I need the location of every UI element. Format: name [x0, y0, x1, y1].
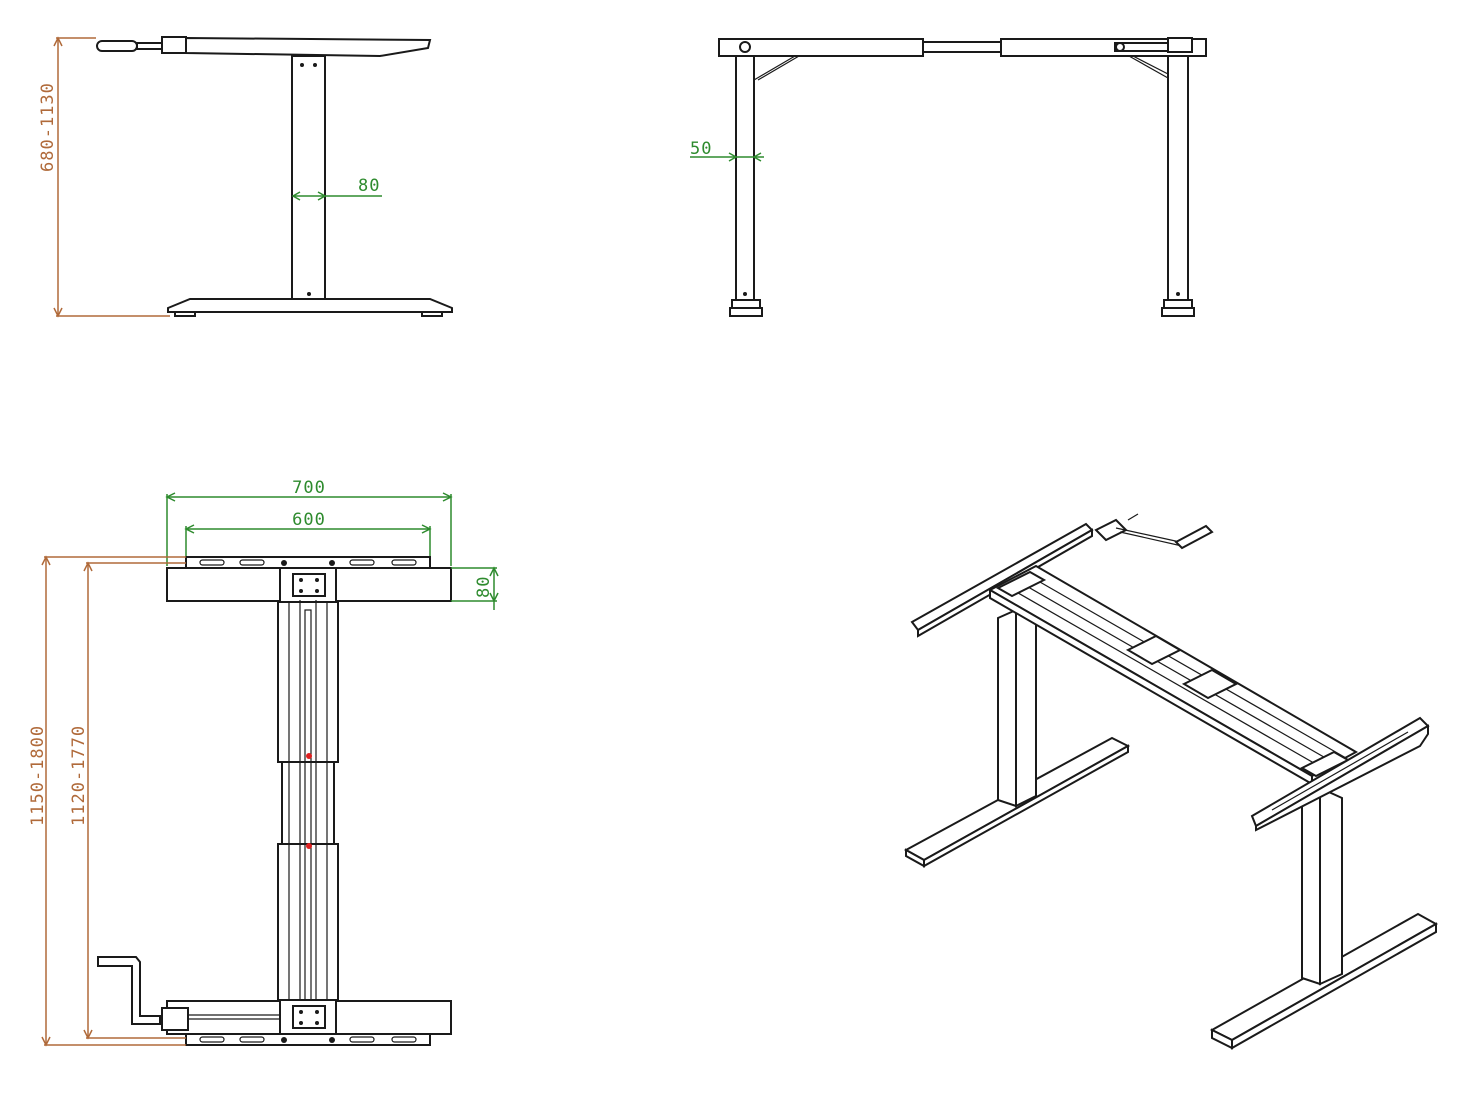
outer-span-label: 1150-1800 [28, 725, 48, 826]
isometric-view [903, 513, 1439, 1050]
left-leg [735, 55, 755, 301]
right-leg [1167, 55, 1189, 301]
beam-outer-lower [277, 843, 339, 1005]
foot-pad-right [421, 311, 443, 317]
iso-crank-handle [1174, 524, 1214, 550]
crank-shaft [136, 42, 166, 50]
crank-handle [96, 40, 138, 52]
iso-right-column-face [1301, 786, 1321, 986]
iso-beam-joint-2 [1181, 668, 1239, 700]
foot-pad-left [174, 311, 196, 317]
iso-crank-box [1094, 518, 1128, 542]
top-bracket [185, 36, 432, 58]
crank-box [1167, 37, 1193, 53]
left-leg-pad [729, 307, 763, 317]
bracket-length-label: 600 [292, 510, 326, 530]
motor-knob [739, 41, 751, 53]
top-view: 700 600 80 1150-1800 1120-1770 [28, 478, 499, 1047]
column-width-label: 80 [358, 176, 380, 196]
front-view: 50 [690, 37, 1207, 317]
left-leg-foot [731, 299, 761, 309]
foot-width-label: 80 [474, 576, 494, 598]
right-leg-foot [1163, 299, 1193, 309]
iso-mount-block-1 [995, 570, 1047, 598]
crank-gearbox-top [161, 1007, 189, 1031]
foot-length-label: 700 [292, 478, 326, 498]
lower-mount-plate [292, 1005, 326, 1029]
upper-bracket [185, 556, 431, 569]
right-leg-pad [1161, 307, 1195, 317]
iso-right-column-side [1319, 786, 1343, 986]
iso-frame-front [989, 588, 1313, 786]
iso-beam-joint-1 [1125, 634, 1183, 666]
height-range-label: 680-1130 [38, 82, 58, 172]
crank-handle-top [97, 956, 161, 1025]
inner-span-label: 1120-1770 [69, 725, 89, 826]
column [291, 55, 326, 300]
crank-gearbox [161, 36, 187, 54]
iso-left-column-side [1015, 608, 1037, 808]
frame-center-tube [922, 41, 1002, 53]
side-view: 680-1130 80 [38, 36, 453, 318]
beam-outer-upper [277, 601, 339, 763]
upper-mount-plate [292, 573, 326, 597]
column-thickness-label: 50 [690, 139, 712, 159]
iso-left-column-face [997, 608, 1017, 808]
foot [167, 298, 453, 313]
beam-inner-middle [281, 761, 335, 845]
lower-bracket [185, 1033, 431, 1046]
